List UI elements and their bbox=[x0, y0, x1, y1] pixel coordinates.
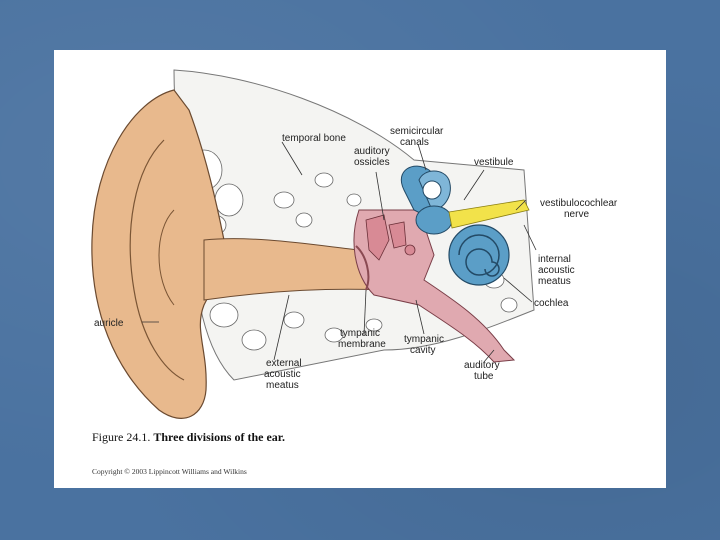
cochlea-shape bbox=[448, 224, 510, 286]
auricle-concha bbox=[158, 209, 175, 306]
label-semicircular-canals: semicircular canals bbox=[390, 126, 446, 148]
caption-title: Three divisions of the ear. bbox=[153, 430, 286, 444]
label-temporal-bone: temporal bone bbox=[282, 133, 346, 144]
copyright-notice: Copyright © 2003 Lippincott Williams and… bbox=[92, 467, 247, 476]
caption-prefix: Figure 24.1. bbox=[92, 430, 151, 444]
inner-ear-labyrinth bbox=[401, 165, 453, 235]
label-vestibulocochlear-nerve: vestibulocochlear nerve bbox=[540, 198, 620, 220]
label-vestibule: vestibule bbox=[474, 157, 514, 168]
label-auditory-tube: auditory tube bbox=[464, 360, 502, 382]
figure-caption: Figure 24.1. Three divisions of the ear. bbox=[92, 430, 285, 445]
tympanic-membrane-shape bbox=[355, 245, 370, 291]
label-tympanic-cavity: tympanic cavity bbox=[404, 334, 447, 356]
auditory-ossicles-shape bbox=[365, 214, 416, 261]
label-internal-acoustic-meatus: internal acoustic meatus bbox=[538, 254, 577, 287]
leader-lines bbox=[142, 141, 537, 363]
vestibulocochlear-nerve-shape bbox=[448, 199, 530, 229]
slide-figure-panel: temporal bone semicircular canals audito… bbox=[54, 50, 666, 488]
label-cochlea: cochlea bbox=[534, 298, 569, 309]
label-tympanic-membrane: tympanic membrane bbox=[338, 328, 386, 350]
label-auditory-ossicles: auditory ossicles bbox=[354, 146, 392, 168]
label-auricle: auricle bbox=[94, 318, 124, 329]
ear-anatomy-diagram: temporal bone semicircular canals audito… bbox=[91, 69, 620, 419]
label-external-acoustic-meatus: external acoustic meatus bbox=[264, 358, 304, 391]
auricle-fold bbox=[129, 139, 185, 381]
